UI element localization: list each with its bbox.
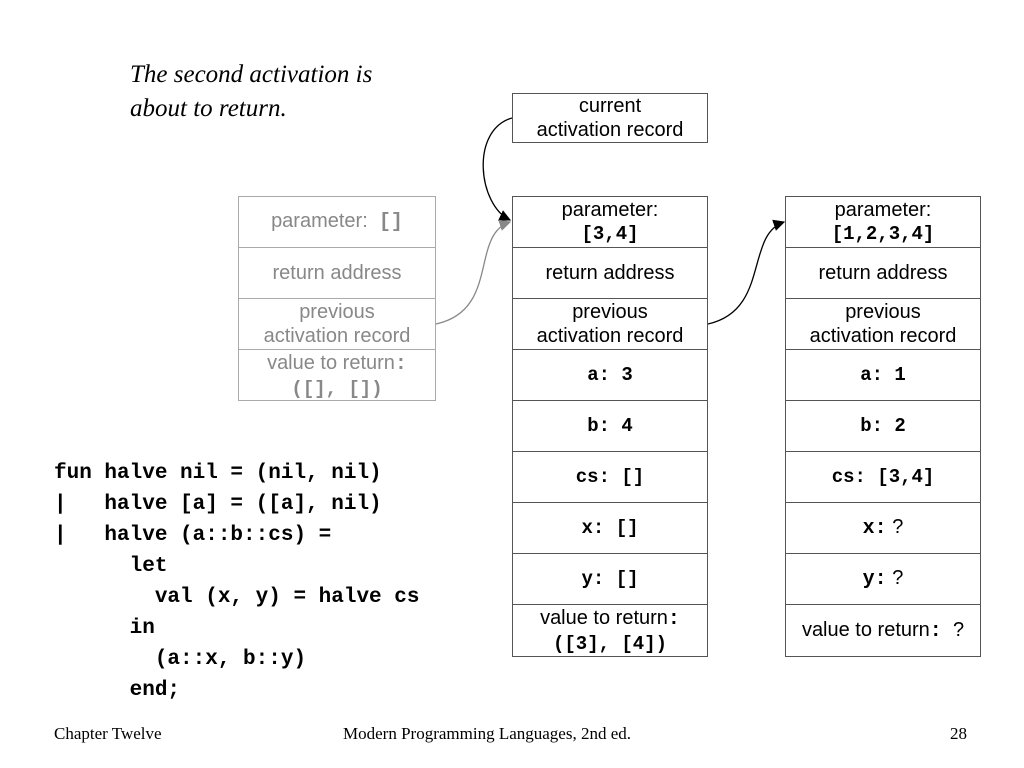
- middle-parameter-label: parameter:: [561, 199, 659, 221]
- right-y: y: ?: [862, 567, 904, 591]
- middle-y: y: []: [581, 568, 639, 590]
- current-activation-record-box: current activation record: [512, 93, 708, 143]
- left-value-label: value to return:: [267, 351, 407, 376]
- right-value-cell: value to return: ?: [786, 605, 980, 656]
- right-return-address-cell: return address: [786, 248, 980, 299]
- middle-cs-cell: cs: []: [513, 452, 707, 503]
- code-block: fun halve nil = (nil, nil) | halve [a] =…: [54, 458, 419, 706]
- right-cs: cs: [3,4]: [831, 466, 935, 488]
- right-a-cell: a: 1: [786, 350, 980, 401]
- right-parameter-cell: parameter: [1,2,3,4]: [786, 197, 980, 248]
- code-line: fun halve nil = (nil, nil): [54, 462, 382, 485]
- middle-value-value: ([3], [4]): [552, 632, 668, 655]
- right-return-address: return address: [818, 262, 948, 284]
- code-line: val (x, y) = halve cs: [54, 586, 420, 609]
- middle-value-label: value to return:: [540, 606, 680, 631]
- right-x: x: ?: [862, 516, 904, 540]
- middle-return-address-cell: return address: [513, 248, 707, 299]
- middle-previous-line-2: activation record: [536, 325, 684, 347]
- middle-a: a: 3: [587, 364, 633, 386]
- middle-x: x: []: [581, 517, 639, 539]
- code-line: | halve [a] = ([a], nil): [54, 493, 382, 516]
- middle-previous-link-arrow: [707, 219, 786, 325]
- footer-chapter: Chapter Twelve: [54, 724, 162, 743]
- right-x-cell: x: ?: [786, 503, 980, 554]
- right-previous-line-1: previous: [845, 301, 921, 323]
- code-line: in: [54, 617, 155, 640]
- middle-previous-cell: previous activation record: [513, 299, 707, 350]
- right-previous-line-2: activation record: [809, 325, 957, 347]
- left-parameter: parameter: []: [271, 210, 403, 234]
- left-value-cell: value to return: ([], []): [239, 350, 435, 401]
- middle-return-address: return address: [545, 262, 675, 284]
- left-previous-link-arrow: [435, 219, 512, 325]
- middle-b: b: 4: [587, 415, 633, 437]
- middle-parameter-cell: parameter: [3,4]: [513, 197, 707, 248]
- current-box-line-1: current: [578, 95, 642, 117]
- left-parameter-cell: parameter: []: [239, 197, 435, 248]
- current-record-arrow: [482, 117, 513, 221]
- right-b: b: 2: [860, 415, 906, 437]
- current-box-line-2: activation record: [536, 119, 684, 141]
- right-b-cell: b: 2: [786, 401, 980, 452]
- middle-x-cell: x: []: [513, 503, 707, 554]
- activation-record-right: parameter: [1,2,3,4] return address prev…: [785, 196, 981, 657]
- right-a: a: 1: [860, 364, 906, 386]
- middle-b-cell: b: 4: [513, 401, 707, 452]
- middle-a-cell: a: 3: [513, 350, 707, 401]
- right-parameter-label: parameter:: [834, 199, 932, 221]
- code-line: (a::x, b::y): [54, 648, 307, 671]
- left-value-value: ([], []): [291, 377, 383, 400]
- middle-cs: cs: []: [575, 466, 645, 488]
- left-previous-line-2: activation record: [263, 325, 411, 347]
- code-line: end;: [54, 679, 181, 702]
- right-cs-cell: cs: [3,4]: [786, 452, 980, 503]
- middle-parameter-value: [3,4]: [581, 223, 639, 245]
- caption-line-2: about to return.: [130, 95, 287, 122]
- right-previous-cell: previous activation record: [786, 299, 980, 350]
- right-parameter-value: [1,2,3,4]: [831, 223, 935, 245]
- left-previous-line-1: previous: [299, 301, 375, 323]
- code-line: | halve (a::b::cs) =: [54, 524, 332, 547]
- footer-page-number: 28: [950, 724, 967, 743]
- caption: The second activation is about to return…: [130, 58, 450, 126]
- right-value: value to return: ?: [801, 618, 965, 643]
- activation-record-left: parameter: [] return address previous ac…: [238, 196, 436, 401]
- caption-line-1: The second activation is: [130, 61, 373, 88]
- middle-value-cell: value to return: ([3], [4]): [513, 605, 707, 656]
- right-y-cell: y: ?: [786, 554, 980, 605]
- activation-record-middle: parameter: [3,4] return address previous…: [512, 196, 708, 657]
- middle-y-cell: y: []: [513, 554, 707, 605]
- code-line: let: [54, 555, 168, 578]
- middle-previous-line-1: previous: [572, 301, 648, 323]
- left-return-address: return address: [272, 262, 402, 284]
- footer-book-title: Modern Programming Languages, 2nd ed.: [343, 724, 631, 743]
- left-previous-cell: previous activation record: [239, 299, 435, 350]
- left-return-address-cell: return address: [239, 248, 435, 299]
